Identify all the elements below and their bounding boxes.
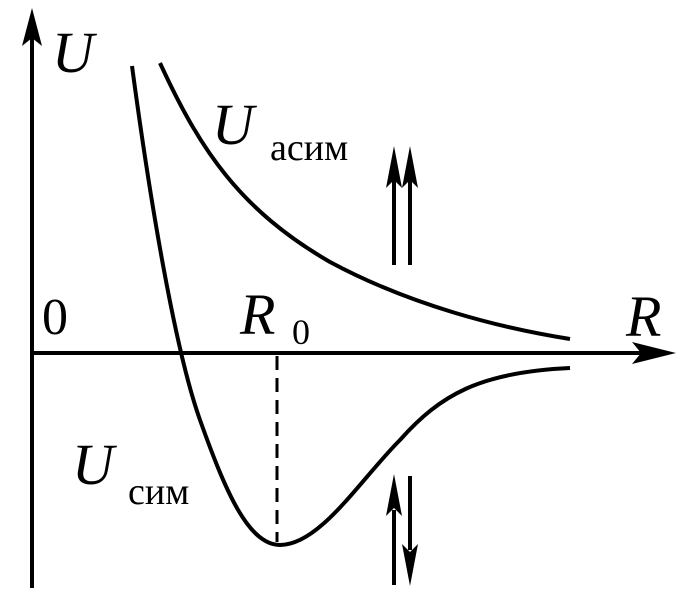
equilibrium-label-subscript: 0 bbox=[292, 312, 310, 352]
antiparallel-spin-arrows-icon bbox=[386, 474, 418, 586]
equilibrium-label: R bbox=[239, 282, 275, 347]
asymmetric-state-curve bbox=[158, 62, 571, 341]
y-axis-label: U bbox=[52, 20, 98, 85]
asymmetric-curve-label: U bbox=[212, 92, 258, 157]
parallel-spin-arrows-icon bbox=[386, 146, 418, 265]
symmetric-curve-label: U bbox=[72, 432, 118, 497]
symmetric-curve-label-subscript: сим bbox=[128, 471, 189, 513]
x-axis-label: R bbox=[625, 284, 661, 349]
y-axis-arrowhead bbox=[22, 8, 42, 46]
x-axis-arrowhead bbox=[632, 342, 676, 364]
symmetric-state-curve bbox=[130, 65, 571, 548]
asymmetric-curve-label-subscript: асим bbox=[270, 127, 348, 169]
origin-label: 0 bbox=[42, 289, 68, 346]
